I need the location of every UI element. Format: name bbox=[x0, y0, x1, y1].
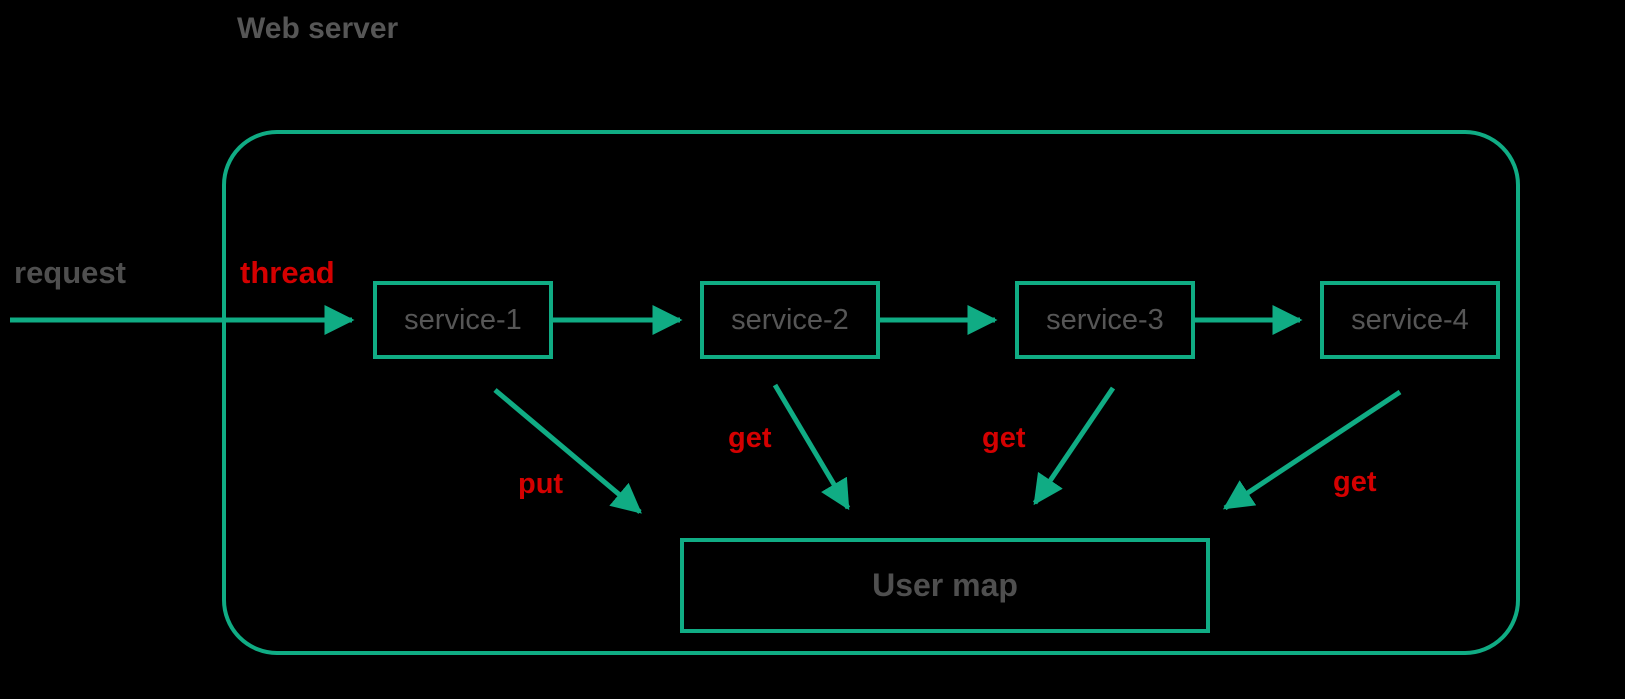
get-edge-label-service4: get bbox=[1333, 466, 1377, 498]
service-1-label: service-1 bbox=[404, 303, 522, 336]
service-4-node: service-4 bbox=[1320, 281, 1500, 359]
service-2-node: service-2 bbox=[700, 281, 880, 359]
service-3-label: service-3 bbox=[1046, 303, 1164, 336]
user-map-label: User map bbox=[872, 567, 1018, 603]
service-2-label: service-2 bbox=[731, 303, 849, 336]
put-edge-label: put bbox=[518, 468, 564, 500]
get-edge-label-service3: get bbox=[982, 422, 1026, 454]
thread-label: thread bbox=[240, 255, 335, 290]
diagram-title: Web server bbox=[237, 12, 399, 45]
service-4-label: service-4 bbox=[1351, 303, 1469, 336]
service-1-node: service-1 bbox=[373, 281, 553, 359]
get-edge-label-service2: get bbox=[728, 422, 772, 454]
request-label: request bbox=[14, 255, 126, 290]
user-map-node: User map bbox=[680, 538, 1210, 633]
service-3-node: service-3 bbox=[1015, 281, 1195, 359]
web-server-container bbox=[222, 130, 1520, 655]
